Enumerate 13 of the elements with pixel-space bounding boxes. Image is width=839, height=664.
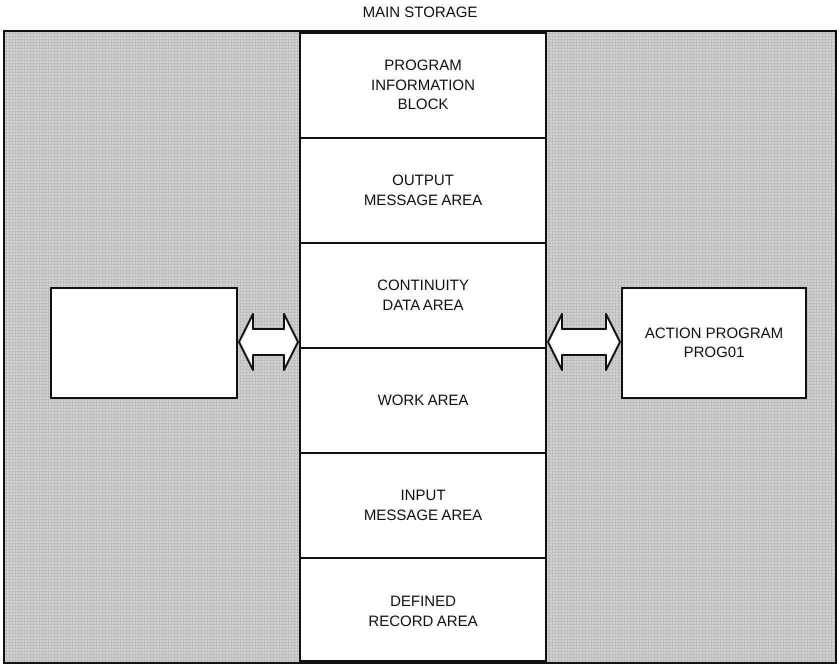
program-box	[621, 287, 807, 399]
double-arrow	[547, 313, 621, 371]
node-label: INPUT MESSAGE AREA	[362, 486, 484, 525]
node-label: ACTION PROGRAM PROG01	[644, 324, 784, 362]
storage-column	[299, 32, 547, 662]
double-arrow	[238, 313, 299, 371]
node-label: PROGRAM INFORMATION BLOCK	[370, 56, 476, 115]
node-label: OUTPUT MESSAGE AREA	[362, 171, 484, 210]
node-label: DEFINED RECORD AREA	[367, 592, 479, 631]
program-box	[50, 287, 238, 399]
node-label: WORK AREA	[376, 390, 470, 410]
storage-title: MAIN STORAGE	[362, 4, 478, 21]
node-label: CONTINUITY DATA AREA	[376, 276, 470, 315]
